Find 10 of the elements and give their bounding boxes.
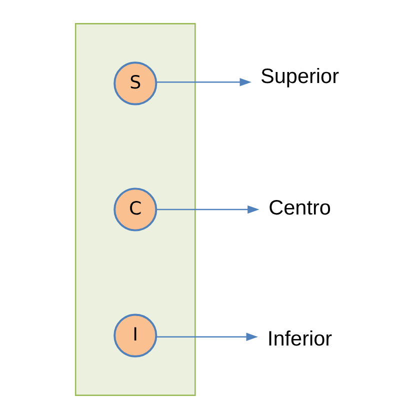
node-text: Centro (268, 196, 330, 220)
node-circle: I (113, 314, 157, 358)
node-text: Superior (260, 65, 339, 88)
arrow (156, 205, 259, 214)
cluster (74, 23, 196, 396)
node-text: Inferior (266, 328, 332, 351)
node-circle: S (113, 62, 157, 106)
node-circle: C (113, 188, 157, 232)
arrow (156, 78, 251, 86)
arrow (156, 332, 258, 341)
